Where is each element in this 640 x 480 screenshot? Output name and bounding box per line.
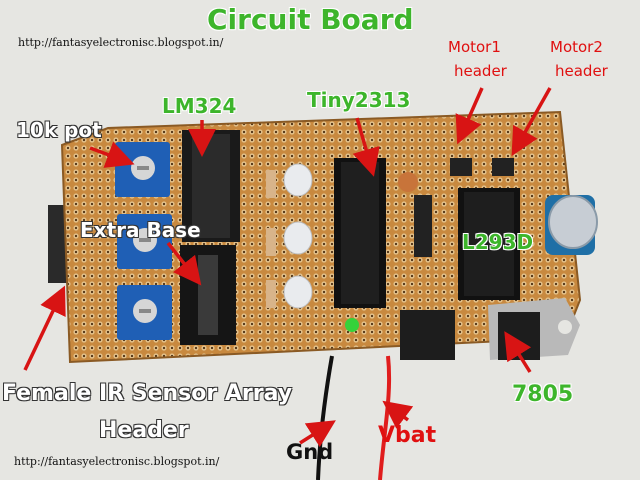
- ceramic-capacitor: [398, 172, 418, 192]
- label-7805: 7805: [512, 382, 574, 407]
- gnd-wire: [316, 355, 334, 480]
- pin-header: [414, 195, 432, 257]
- label-extra-base: Extra Base: [80, 218, 201, 242]
- resistors: [266, 170, 276, 308]
- pot-3: [117, 285, 172, 340]
- tiny2313-chip: [334, 158, 386, 308]
- label-motor2-line2: header: [555, 62, 608, 80]
- label-l293d: L293D: [462, 230, 534, 254]
- label-motor1-line1: Motor1: [448, 38, 501, 56]
- extra-base-socket: [180, 245, 236, 345]
- ir-leds: [283, 163, 313, 309]
- label-vbat: Vbat: [378, 423, 437, 448]
- blog-url-bottom[interactable]: http://fantasyelectronisc.blogspot.in/: [14, 455, 220, 468]
- motor2-header: [492, 158, 514, 176]
- label-motor2-line1: Motor2: [550, 38, 603, 56]
- green-led: [345, 318, 359, 332]
- regulator-1: [400, 310, 455, 360]
- label-ir-header-line2: Header: [99, 418, 189, 443]
- annotation-arrows: [23, 87, 552, 448]
- blog-url-top[interactable]: http://fantasyelectronisc.blogspot.in/: [18, 36, 224, 49]
- label-tiny2313: Tiny2313: [307, 88, 411, 112]
- label-lm324: LM324: [162, 94, 237, 118]
- regulator-7805: [488, 298, 580, 360]
- label-10k-pot: 10k pot: [16, 118, 102, 142]
- label-motor1-line2: header: [454, 62, 507, 80]
- page-title: Circuit Board: [207, 3, 414, 36]
- pot-1: [115, 142, 170, 197]
- l293d-chip: [458, 188, 520, 300]
- pot-2: [117, 214, 172, 269]
- label-gnd: Gnd: [286, 440, 334, 464]
- motor1-header: [450, 158, 472, 176]
- electrolytic-capacitor: [545, 195, 598, 255]
- label-ir-header-line1: Female IR Sensor Array: [2, 381, 293, 406]
